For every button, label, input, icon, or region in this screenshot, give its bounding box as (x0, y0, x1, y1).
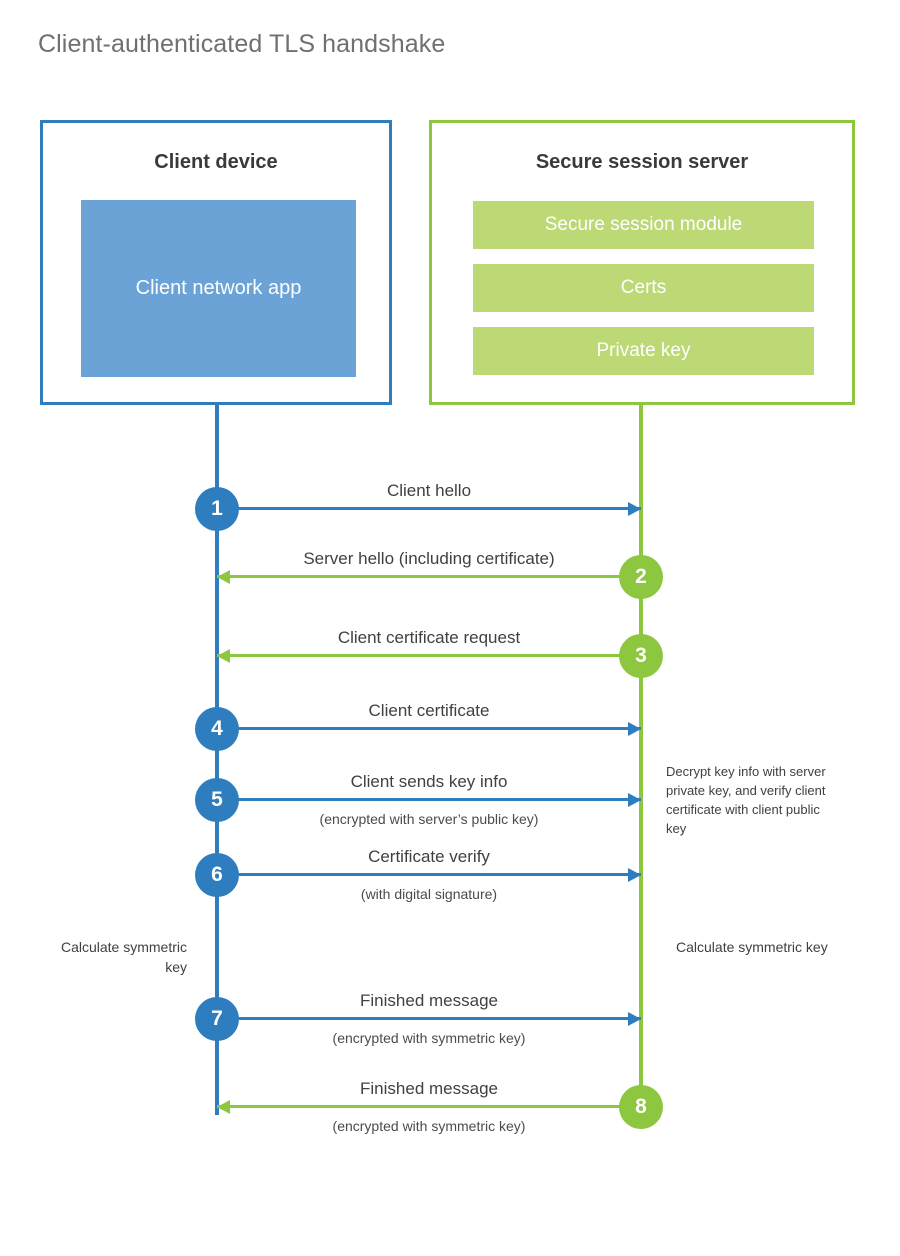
message-arrow-2 (217, 575, 641, 578)
message-arrow-5 (217, 798, 641, 801)
message-label-7: Finished message (360, 991, 498, 1010)
message-label-5: Client sends key info (350, 772, 508, 791)
step-circle-7[interactable]: 7 (195, 996, 239, 1041)
arrow-head-4-icon (628, 721, 641, 736)
message-label-3: Client certificate request (337, 628, 521, 647)
client-lifeline (215, 405, 219, 1115)
message-arrow-3 (217, 654, 641, 657)
arrow-head-7-icon (628, 1011, 641, 1026)
page-title: Client-authenticated TLS handshake (38, 30, 446, 58)
message-sublabel-5: (encrypted with server’s public key) (319, 811, 539, 827)
note-calculate-symmetric-key-server: Calculate symmetric key (676, 939, 828, 955)
step-circle-1[interactable]: 1 (195, 486, 239, 531)
arrow-head-3-icon (217, 648, 230, 663)
message-label-8: Finished message (360, 1079, 498, 1098)
message-label-2: Server hello (including certificate) (303, 549, 555, 568)
secure-session-server-title: Secure session server (535, 151, 749, 173)
arrow-head-6-icon (628, 867, 641, 882)
step-circle-8[interactable]: 8 (619, 1084, 663, 1129)
message-arrow-8 (217, 1105, 641, 1108)
arrow-head-8-icon (217, 1099, 230, 1114)
arrow-head-5-icon (628, 792, 641, 807)
message-sublabel-6: (with digital signature) (360, 886, 498, 902)
arrow-head-2-icon (217, 569, 230, 584)
message-arrow-6 (217, 873, 641, 876)
server-lifeline (639, 405, 643, 1105)
step-circle-6[interactable]: 6 (195, 852, 239, 897)
note-calculate-symmetric-key-client: Calculate symmetric key (60, 939, 187, 976)
server-component-private-key: Private key (473, 327, 814, 375)
message-sublabel-8: (encrypted with symmetric key) (332, 1118, 526, 1134)
message-label-6: Certificate verify (368, 847, 490, 866)
note-decrypt-key-info: Decrypt key info with server private key… (666, 764, 826, 836)
step-circle-4[interactable]: 4 (195, 706, 239, 751)
client-device-title: Client device (154, 151, 278, 173)
message-label-1: Client hello (386, 481, 472, 500)
server-component-certs: Certs (473, 264, 814, 312)
message-sublabel-7: (encrypted with symmetric key) (332, 1030, 526, 1046)
step-circle-5[interactable]: 5 (195, 777, 239, 822)
step-circle-3[interactable]: 3 (619, 633, 663, 678)
message-arrow-1 (217, 507, 641, 510)
client-device-box: Client device Client network app (40, 120, 392, 405)
message-label-4: Client certificate (368, 701, 490, 720)
client-network-app-block: Client network app (81, 200, 356, 377)
message-arrow-7 (217, 1017, 641, 1020)
message-arrow-4 (217, 727, 641, 730)
step-circle-2[interactable]: 2 (619, 554, 663, 599)
server-component-secure-session-module: Secure session module (473, 201, 814, 249)
arrow-head-1-icon (628, 501, 641, 516)
secure-session-server-box: Secure session server Secure session mod… (429, 120, 855, 405)
